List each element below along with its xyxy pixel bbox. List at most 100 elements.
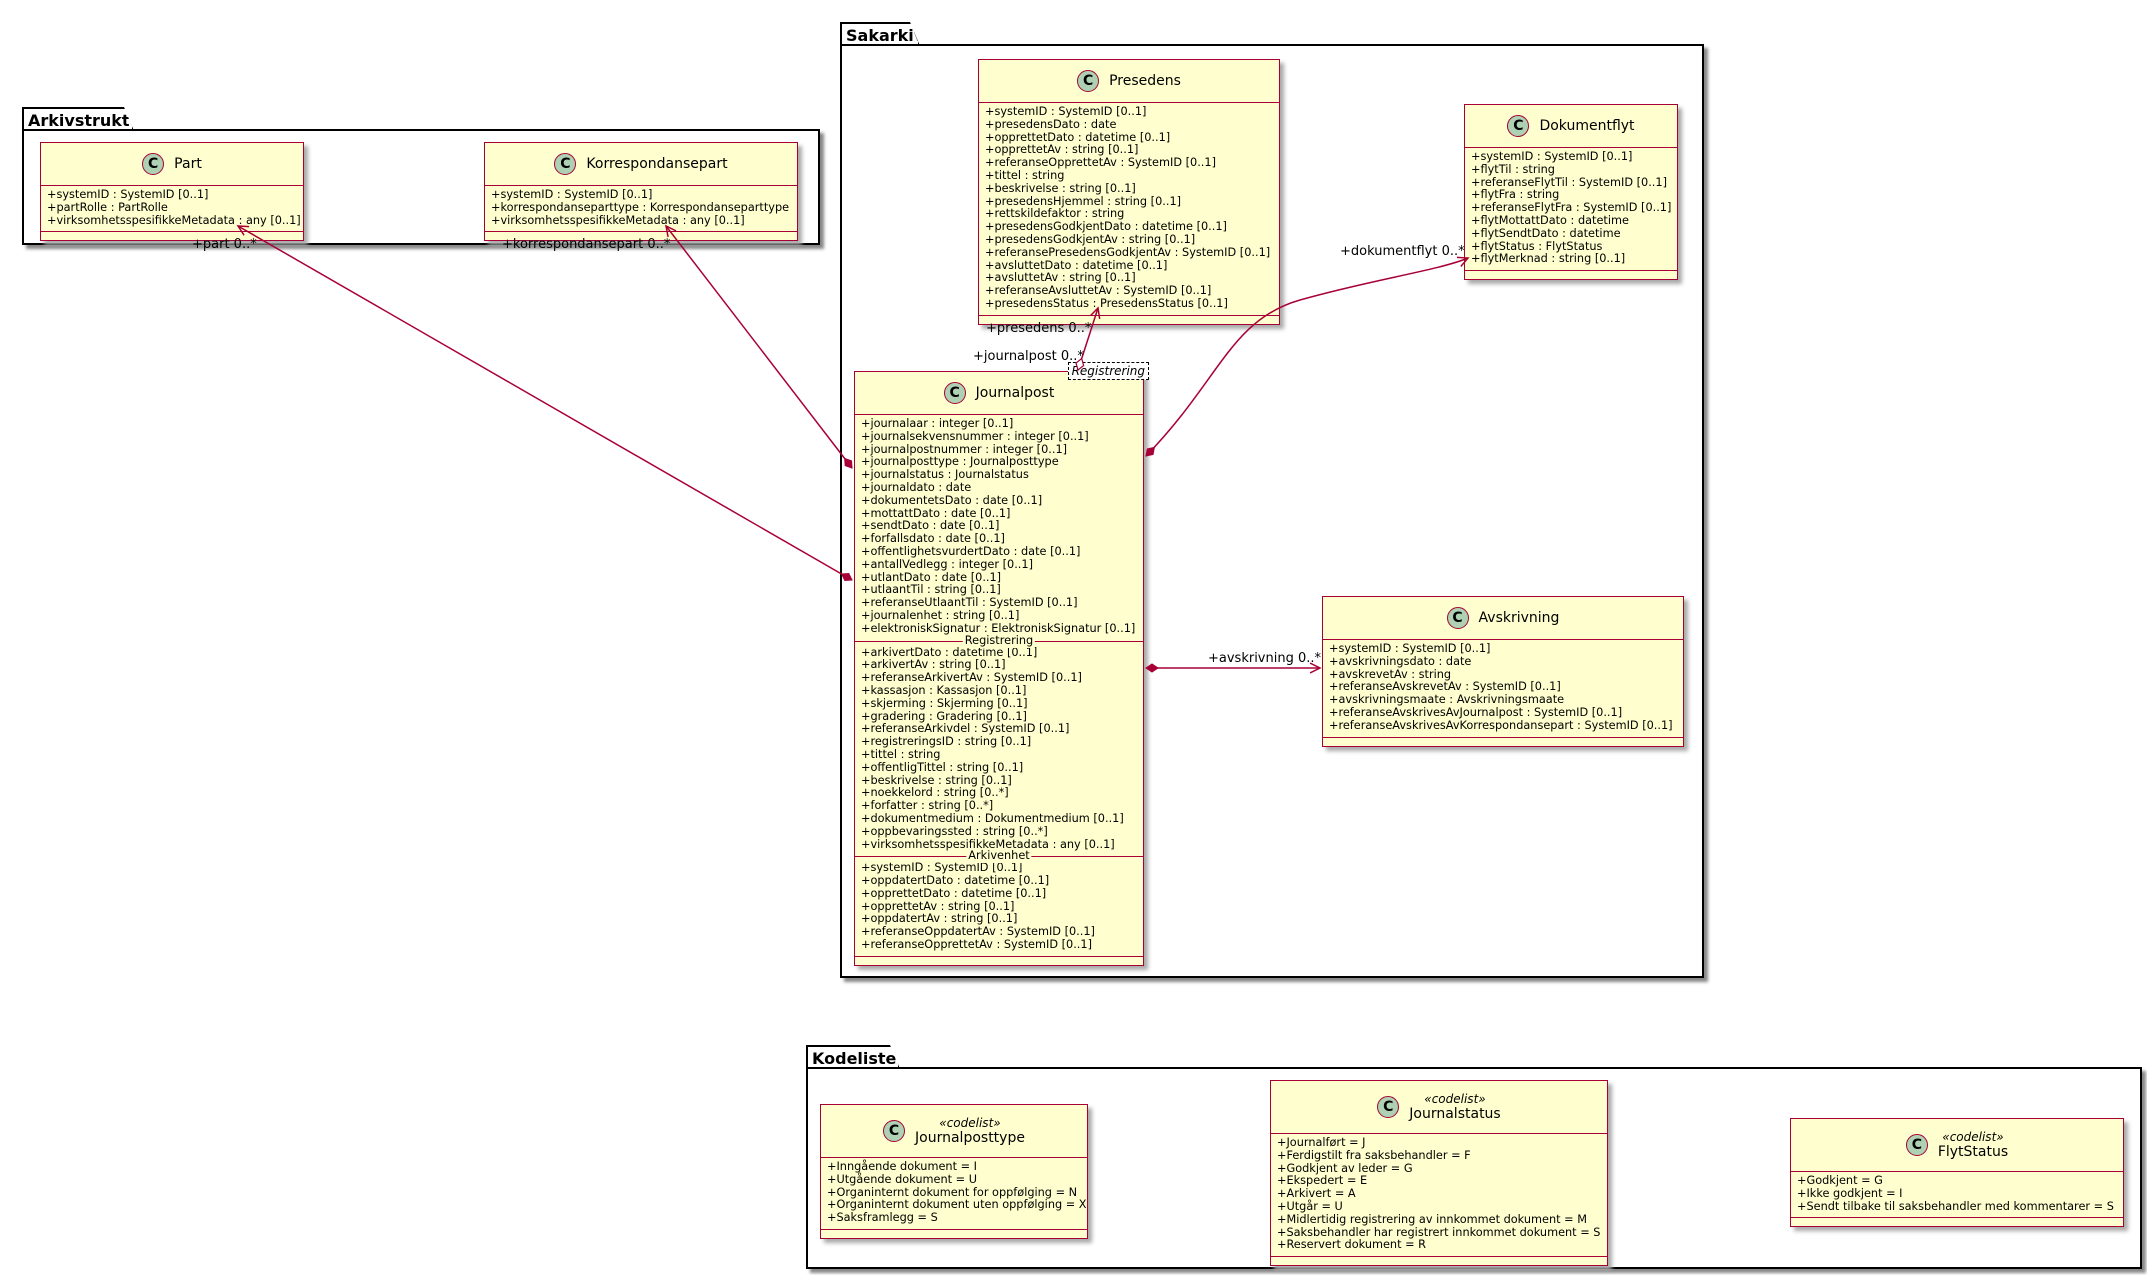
attribute-group-registrering: +arkivertDato : datetime [0..1]+arkivert… (861, 645, 1137, 852)
class-attribute: +oppdatertAv : string [0..1] (861, 912, 1018, 926)
class-attribute: +offentligTittel : string [0..1] (861, 760, 1024, 774)
class-operations (1791, 1217, 2123, 1226)
class-attribute: +gradering : Gradering [0..1] (861, 709, 1027, 723)
class-journalposttype[interactable]: C «codelist» Journalposttype +Inngående … (820, 1104, 1088, 1239)
class-icon: C (1077, 70, 1100, 92)
class-attribute: +systemID : SystemID [0..1] (861, 861, 1023, 875)
edge-label-part: +part 0..* (192, 237, 257, 252)
class-operations (979, 314, 1279, 324)
edge-journalpost-dokumentflyt (1146, 258, 1468, 456)
section-title: Registrering (962, 633, 1036, 648)
class-attribute: +arkivertDato : datetime [0..1] (861, 645, 1038, 659)
class-attribute: +forfallsdato : date [0..1] (861, 532, 1005, 546)
class-attribute: +virksomhetsspesifikkeMetadata : any [0.… (47, 213, 301, 227)
class-attribute: +virksomhetsspesifikkeMetadata : any [0.… (491, 213, 745, 227)
class-attribute: +presedensHjemmel : string [0..1] (985, 194, 1182, 208)
class-attributes: +systemID : SystemID [0..1]+korrespondan… (485, 186, 797, 231)
class-part[interactable]: C Part +systemID : SystemID [0..1]+partR… (40, 142, 304, 242)
class-attribute: +opprettetDato : datetime [0..1] (861, 886, 1047, 900)
class-header: C Presedens (979, 60, 1279, 103)
class-attribute: +referanseOpprettetAv : SystemID [0..1] (985, 156, 1216, 170)
attribute-group-arkivenhet: +systemID : SystemID [0..1]+oppdatertDat… (861, 861, 1137, 952)
class-icon: C (1507, 115, 1530, 137)
class-attribute: +Midlertidig registrering av innkommet d… (1277, 1212, 1587, 1226)
class-icon: C (1377, 1096, 1400, 1118)
class-attribute: +systemID : SystemID [0..1] (985, 105, 1147, 118)
class-flytstatus[interactable]: C «codelist» FlytStatus +Godkjent = G+Ik… (1790, 1118, 2124, 1228)
edge-journalpost-korrespondansepart (666, 226, 853, 468)
class-attribute: +Saksbehandler har registrert innkommet … (1277, 1225, 1601, 1239)
class-attribute: +journalenhet : string [0..1] (861, 608, 1020, 622)
class-attribute: +Godkjent av leder = G (1277, 1161, 1413, 1175)
class-attribute: +Organinternt dokument uten oppfølging =… (827, 1198, 1087, 1212)
section-separator-registrering: Registrering (855, 633, 1143, 648)
class-name: FlytStatus (1937, 1144, 2009, 1160)
class-attribute: +presedensGodkjentDato : datetime [0..1] (985, 220, 1227, 234)
edge-label-avskrivning: +avskrivning 0..* (1208, 651, 1322, 666)
class-attribute: +flytMerknad : string [0..1] (1471, 252, 1626, 266)
class-header: C «codelist» Journalstatus (1271, 1081, 1607, 1134)
class-attribute: +dokumentmedium : Dokumentmedium [0..1] (861, 811, 1124, 825)
class-attribute: +Utgår = U (1277, 1199, 1343, 1213)
class-attribute: +systemID : SystemID [0..1] (491, 188, 653, 201)
class-attribute: +oppbevaringssted : string [0..*] (861, 824, 1048, 838)
section-separator-arkivenhet: Arkivenhet (855, 849, 1143, 864)
class-header: C «codelist» Journalposttype (821, 1105, 1087, 1158)
class-attribute: +referanseUtlaantTil : SystemID [0..1] (861, 596, 1078, 610)
class-name: Korrespondansepart (586, 156, 728, 172)
class-attribute: +registreringsID : string [0..1] (861, 735, 1032, 749)
class-icon: C (554, 153, 577, 175)
class-attribute: +systemID : SystemID [0..1] (1471, 150, 1633, 163)
class-icon: C (142, 153, 165, 175)
class-attribute: +journaldato : date (861, 480, 972, 494)
edge-label-korrespondansepart: +korrespondansepart 0..* (502, 237, 671, 252)
class-attribute: +presedensDato : date (985, 117, 1117, 131)
class-attribute: +referansePresedensGodkjentAv : SystemID… (985, 245, 1271, 259)
class-attribute: +tittel : string (861, 747, 941, 761)
class-attribute: +virksomhetsspesifikkeMetadata : any [0.… (861, 837, 1115, 851)
class-attribute: +referanseOpprettetAv : SystemID [0..1] (861, 938, 1092, 952)
class-name: Dokumentflyt (1539, 118, 1635, 134)
class-icon: C (1446, 607, 1469, 629)
attribute-group-journalpost: +journalaar : integer [0..1]+journalsekv… (861, 417, 1137, 636)
class-attribute: +systemID : SystemID [0..1] (47, 188, 209, 201)
class-attribute: +presedensGodkjentAv : string [0..1] (985, 232, 1196, 246)
class-name: Avskrivning (1478, 610, 1560, 626)
class-attribute: +opprettetAv : string [0..1] (985, 143, 1139, 157)
class-journalstatus[interactable]: C «codelist» Journalstatus +Journalført … (1270, 1080, 1608, 1267)
class-attribute: +flytTil : string (1471, 162, 1555, 176)
class-operations (41, 231, 303, 240)
edge-label-presedens: +presedens 0..* (986, 321, 1092, 336)
class-icon: C (883, 1120, 906, 1142)
edge-journalpost-presedens (1078, 308, 1098, 370)
class-attribute: +Arkivert = A (1277, 1187, 1356, 1201)
class-header: C Avskrivning (1323, 597, 1683, 640)
class-attribute: +opprettetDato : datetime [0..1] (985, 130, 1171, 144)
class-name: Journalstatus (1409, 1106, 1501, 1122)
class-attributes: +systemID : SystemID [0..1]+avskrivnings… (1323, 640, 1683, 737)
class-dokumentflyt[interactable]: C Dokumentflyt +systemID : SystemID [0..… (1464, 104, 1678, 281)
class-operations (1465, 270, 1677, 279)
class-avskrivning[interactable]: C Avskrivning +systemID : SystemID [0..1… (1322, 596, 1684, 747)
class-attribute: +Inngående dokument = I (827, 1160, 977, 1173)
class-attribute: +Organinternt dokument for oppfølging = … (827, 1185, 1078, 1199)
class-attribute: +elektroniskSignatur : ElektroniskSignat… (861, 621, 1136, 635)
class-header: C Dokumentflyt (1465, 105, 1677, 148)
class-operations (1323, 736, 1683, 746)
class-journalpost[interactable]: Registrering C Journalpost +journalaar :… (854, 362, 1149, 966)
class-attributes: +Journalført = J+Ferdigstilt fra saksbeh… (1271, 1134, 1607, 1256)
class-attributes: +systemID : SystemID [0..1]+presedensDat… (979, 103, 1279, 315)
class-attribute: +Sendt tilbake til saksbehandler med kom… (1797, 1199, 2114, 1213)
class-attribute: +tittel : string (985, 168, 1065, 182)
class-attribute: +beskrivelse : string [0..1] (861, 773, 1012, 787)
class-header: C Korrespondansepart (485, 143, 797, 186)
edge-label-journalpost: +journalpost 0..* (973, 349, 1084, 364)
class-attributes: +systemID : SystemID [0..1]+flytTil : st… (1465, 148, 1677, 270)
class-header: C «codelist» FlytStatus (1791, 1119, 2123, 1172)
class-attribute: +journalposttype : Journalposttype (861, 455, 1059, 469)
class-attribute: +avsluttetDato : datetime [0..1] (985, 258, 1168, 272)
class-attribute: +opprettetAv : string [0..1] (861, 899, 1015, 913)
class-attribute: +utlantDato : date [0..1] (861, 570, 1002, 584)
